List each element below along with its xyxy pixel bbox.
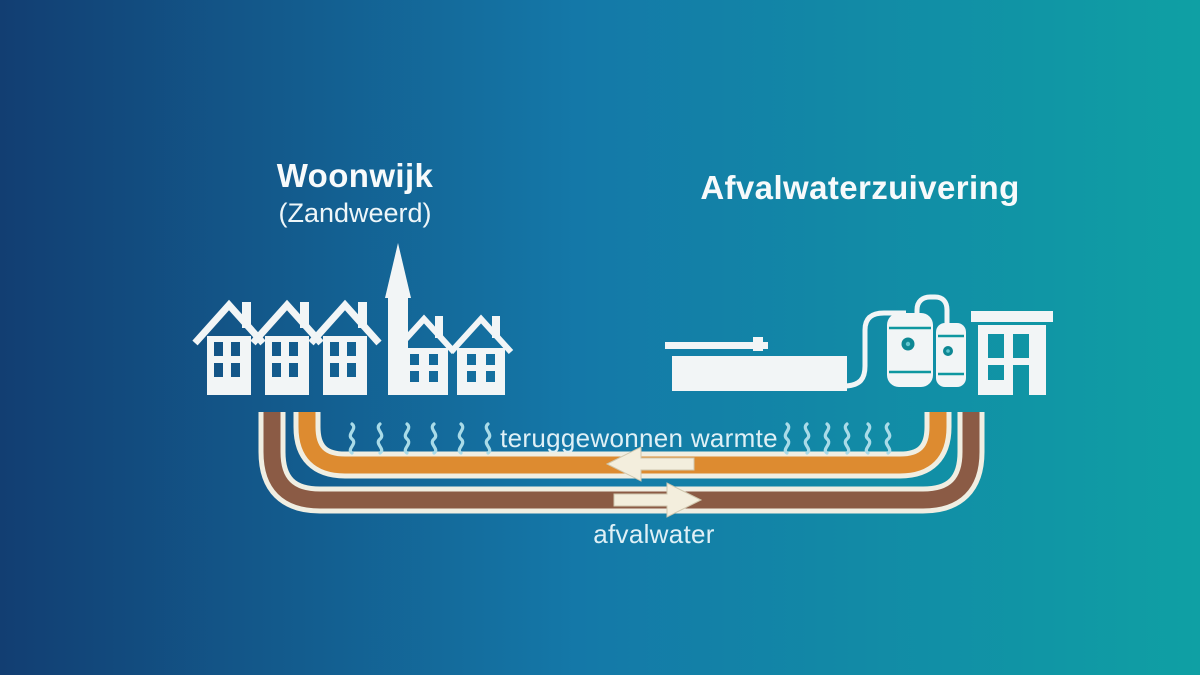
tank-cap-lines: [938, 334, 964, 376]
house-icon: [265, 336, 309, 395]
connector-pipe: [914, 294, 950, 325]
heat-arrow-left-icon: [605, 446, 695, 482]
tank-port-dot: [946, 349, 950, 353]
building-body: [978, 325, 1046, 395]
plant-building-icon: [971, 311, 1053, 395]
settling-basin: [672, 356, 847, 391]
zandweerd-subtitle: (Zandweerd): [278, 198, 432, 228]
tank-port-dot: [905, 341, 911, 347]
building-roof: [971, 311, 1053, 322]
chimney-icon: [358, 302, 367, 328]
roof-icon: [448, 314, 514, 355]
skimmer-motor: [753, 337, 763, 351]
church-spire: [385, 243, 411, 298]
wastewater-pipe-label: afvalwater: [593, 519, 715, 549]
house-roofs: [192, 299, 514, 355]
house-icon: [400, 348, 448, 395]
house-icon: [323, 336, 367, 395]
roof-icon: [391, 314, 457, 355]
digester-tank-icon: [936, 323, 966, 387]
woonwijk-title: Woonwijk: [276, 157, 434, 194]
chimney-icon: [492, 316, 500, 338]
houses-illustration: [192, 243, 514, 395]
digester-tank-icon: [887, 313, 933, 387]
house-icon: [457, 348, 505, 395]
roof-icon: [192, 299, 266, 346]
heat-pipe-label: teruggewonnen warmte: [500, 423, 778, 453]
roof-icon: [250, 299, 324, 346]
chimney-icon: [300, 302, 309, 328]
connector-pipe: [845, 310, 906, 389]
treatment-plant-illustration: [665, 294, 1053, 395]
roof-icon: [308, 299, 382, 346]
wastewater-arrow-right-icon: [613, 482, 703, 518]
skimmer-bar: [665, 342, 768, 349]
afvalwaterzuivering-title: Afvalwaterzuivering: [700, 169, 1020, 206]
chimney-icon: [435, 316, 443, 338]
house-icon: [207, 336, 251, 395]
tank-cap-lines: [889, 326, 931, 374]
chimney-icon: [242, 302, 251, 328]
